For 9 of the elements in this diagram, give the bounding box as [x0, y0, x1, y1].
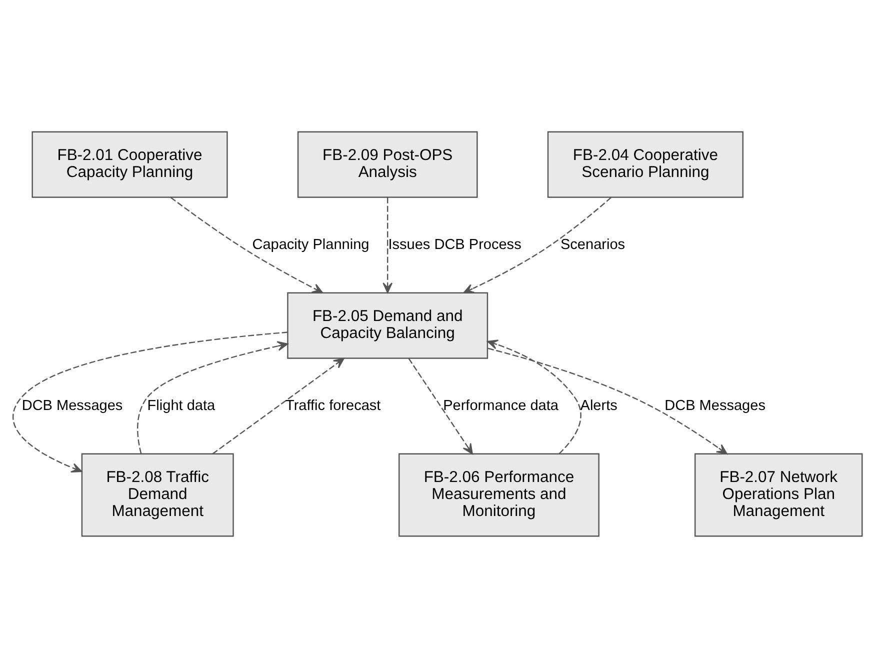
edge-label: Issues DCB Process	[388, 236, 522, 253]
edge-label: Scenarios	[560, 236, 626, 253]
edge-label: DCB Messages	[664, 398, 766, 414]
edge-label: Alerts	[580, 398, 618, 414]
edge-label: DCB Messages	[22, 398, 123, 414]
edge-label: Flight data	[147, 398, 216, 414]
edge-label: Performance data	[443, 398, 558, 414]
edge-label: Traffic forecast	[286, 398, 381, 414]
edge-label: Capacity Planning	[252, 236, 370, 253]
